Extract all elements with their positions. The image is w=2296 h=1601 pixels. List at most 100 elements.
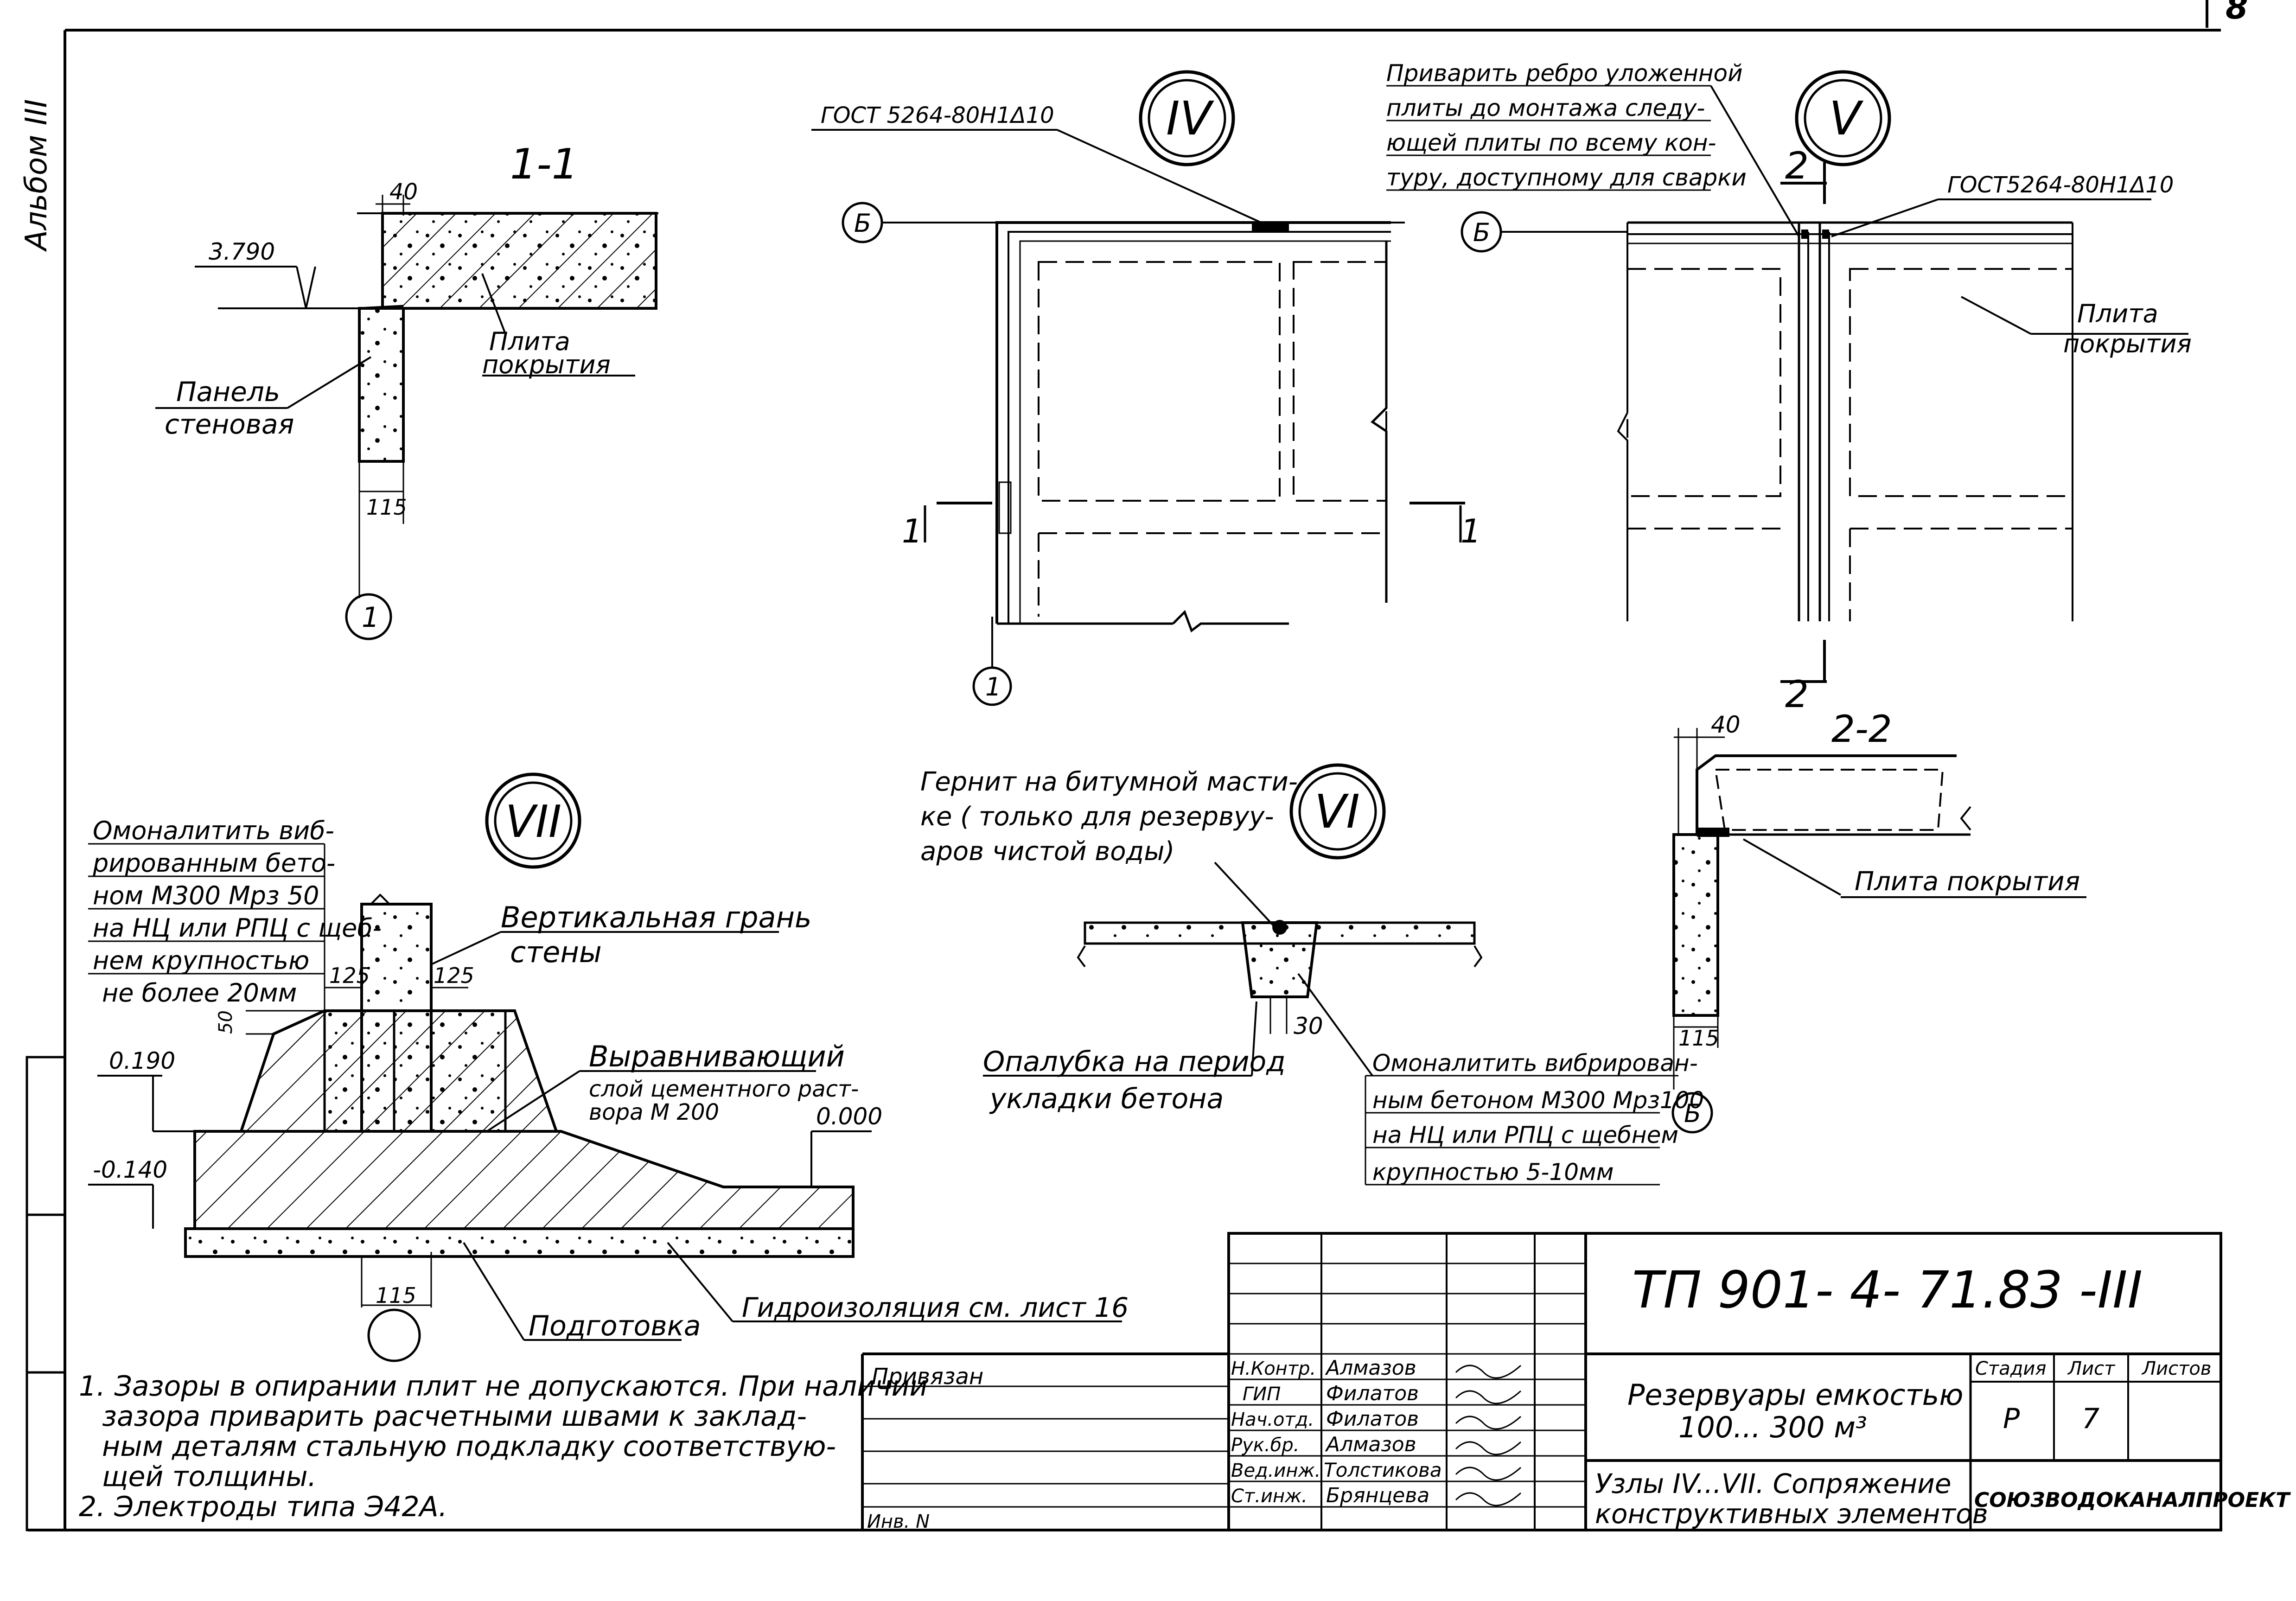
section-1-1: 1-1 40 3.790 Панель стеновая Плита покры… — [155, 140, 658, 640]
inv-number: Инв. N — [867, 1511, 930, 1532]
vii-note-2: рированным бето- — [92, 848, 335, 878]
vertical-face-1: Вертикальная грань — [501, 900, 812, 934]
sheet-header: Лист — [2067, 1358, 2116, 1379]
plate-label-v-2: покрытия — [2063, 329, 2192, 358]
sheet-number: 8 — [2226, 0, 2248, 26]
stage-value: Р — [2003, 1403, 2020, 1435]
plate-label-2: покрытия — [482, 350, 611, 379]
panel-label-1: Панель — [176, 376, 280, 408]
name-4: Алмазов — [1325, 1433, 1416, 1456]
badge-vi: VI — [1314, 785, 1360, 839]
vii-note-1: Омоналитить виб- — [93, 816, 334, 845]
dim-30: 30 — [1294, 1013, 1323, 1040]
vi-formwork-1: Опалубка на период — [983, 1046, 1286, 1078]
vertical-face-2: стены — [510, 935, 602, 969]
sheets-header: Листов — [2141, 1358, 2211, 1379]
title-2a: Узлы IV...VII. Сопряжение — [1595, 1468, 1952, 1499]
vi-formwork-2: укладки бетона — [989, 1083, 1224, 1115]
note-line-3: ным деталям стальную подкладку соответст… — [102, 1430, 836, 1463]
role-1: Н.Контр. — [1231, 1358, 1316, 1379]
vi-concrete-1: Омоналитить вибрирован- — [1372, 1050, 1698, 1077]
dim-125-left: 125 — [329, 963, 370, 988]
dim-115: 115 — [366, 495, 407, 520]
note-line-2: зазора приварить расчетными швами к закл… — [102, 1400, 807, 1433]
vi-concrete-2: ным бетоном М300 Мрз100 — [1372, 1087, 1704, 1114]
badge-v: V — [1829, 91, 1864, 146]
dim-40: 40 — [389, 179, 418, 205]
section-2-2-title: 2-2 — [1831, 708, 1892, 751]
cut-right: 1 — [1461, 512, 1481, 550]
plate-label-1: Плита — [489, 327, 570, 356]
note-v-2: плиты до монтажа следу- — [1386, 95, 1705, 121]
vii-note-5: нем крупностью — [93, 946, 309, 975]
note-v-1: Приварить ребро уложенной — [1386, 60, 1743, 87]
plate-label-22: Плита покрытия — [1855, 867, 2080, 897]
name-3: Филатов — [1326, 1407, 1419, 1431]
lvl-m0140: -0.140 — [93, 1156, 167, 1183]
leveling-3: вора М 200 — [589, 1099, 719, 1125]
node-iv: IV ГОСТ 5264-80Н1Δ10 Б 1 1 1 — [811, 70, 1481, 706]
name-6: Брянцева — [1326, 1484, 1429, 1507]
cut-2-bottom: 2 — [1785, 673, 1809, 716]
vii-note-6: не более 20мм — [102, 978, 297, 1008]
prep-label: Подготовка — [529, 1310, 701, 1342]
vi-concrete-4: крупностью 5-10мм — [1372, 1159, 1614, 1186]
node-vii: VII Омоналитить виб- рированным бето- но… — [88, 772, 1129, 1362]
node-v: V Приварить ребро уложенной плиты до мон… — [1386, 60, 2192, 716]
stage-header: Стадия — [1975, 1358, 2046, 1379]
vi-note-3: аров чистой воды) — [920, 836, 1174, 867]
leveling-1: Выравнивающий — [589, 1040, 845, 1073]
axis-b-v: Б — [1473, 218, 1490, 247]
vi-note-2: ке ( только для резервуу- — [920, 802, 1274, 832]
note-v-3: ющей плиты по всему кон- — [1386, 129, 1716, 156]
section-1-1-title: 1-1 — [510, 140, 578, 189]
lvl-0190: 0.190 — [109, 1047, 175, 1074]
level-3790: 3.790 — [209, 238, 275, 265]
dim-40-22: 40 — [1711, 711, 1741, 738]
cut-2-top: 2 — [1785, 144, 1809, 187]
waterproof-label: Гидроизоляция см. лист 16 — [742, 1292, 1129, 1323]
name-2: Филатов — [1326, 1382, 1419, 1405]
title-code: ТП 901- 4- 71.83 -III — [1632, 1260, 2143, 1320]
sheet-value: 7 — [2082, 1403, 2099, 1435]
name-5: Толстикова — [1324, 1459, 1442, 1481]
role-6: Ст.инж. — [1231, 1486, 1307, 1507]
plate-label-v-1: Плита — [2077, 299, 2158, 328]
vii-note-4: на НЦ или РПЦ с щеб- — [93, 913, 382, 943]
sheet-frame: 8 Альбом III — [19, 0, 2248, 1531]
role-4: Рук.бр. — [1231, 1435, 1299, 1456]
note-line-4: щей толщины. — [102, 1461, 317, 1493]
gost-iv: ГОСТ 5264-80Н1Δ10 — [821, 102, 1054, 128]
note-line-1: 1. Зазоры в опирании плит не допускаются… — [79, 1370, 928, 1403]
title-2b: конструктивных элементов — [1595, 1498, 1988, 1530]
node-vi: VI Гернит на битумной масти- ке ( только… — [920, 763, 1704, 1186]
axis-b-22: Б — [1684, 1099, 1701, 1128]
name-1: Алмазов — [1325, 1356, 1416, 1380]
lvl-0000: 0.000 — [816, 1103, 882, 1130]
dim-115-vii: 115 — [376, 1283, 416, 1308]
axis-1-iv: 1 — [985, 672, 1001, 702]
note-line-5: 2. Электроды типа Э42А. — [79, 1491, 447, 1523]
cut-left: 1 — [902, 512, 923, 550]
title-1a: Резервуары емкостью — [1627, 1378, 1963, 1412]
role-3: Нач.отд. — [1231, 1409, 1314, 1430]
dim-50: 50 — [215, 1010, 236, 1034]
vi-note-1: Гернит на битумной масти- — [920, 767, 1298, 797]
axis-1: 1 — [362, 601, 379, 634]
dim-125-right: 125 — [434, 963, 474, 988]
title-1b: 100... 300 м³ — [1678, 1410, 1867, 1444]
vii-note-3: ном М300 Мрз 50 — [93, 881, 319, 910]
axis-b-iv: Б — [854, 209, 871, 238]
org-name: СОЮЗВОДОКАНАЛПРОЕКТ — [1974, 1488, 2291, 1512]
badge-iv: IV — [1166, 91, 1214, 146]
panel-label-2: стеновая — [165, 408, 294, 440]
note-v-4: туру, доступному для сварки — [1386, 164, 1747, 191]
role-5: Вед.инж. — [1231, 1460, 1320, 1481]
album-label: Альбом III — [19, 99, 54, 252]
title-block: Привязан Инв. N Н.Контр. ГИП Нач.отд. Ру… — [861, 1232, 2291, 1532]
badge-vii: VII — [505, 797, 561, 848]
general-notes: 1. Зазоры в опирании плит не допускаются… — [79, 1370, 928, 1523]
leveling-2: слой цементного раст- — [589, 1076, 859, 1102]
gost-v: ГОСТ5264-80Н1Δ10 — [1947, 172, 2174, 198]
